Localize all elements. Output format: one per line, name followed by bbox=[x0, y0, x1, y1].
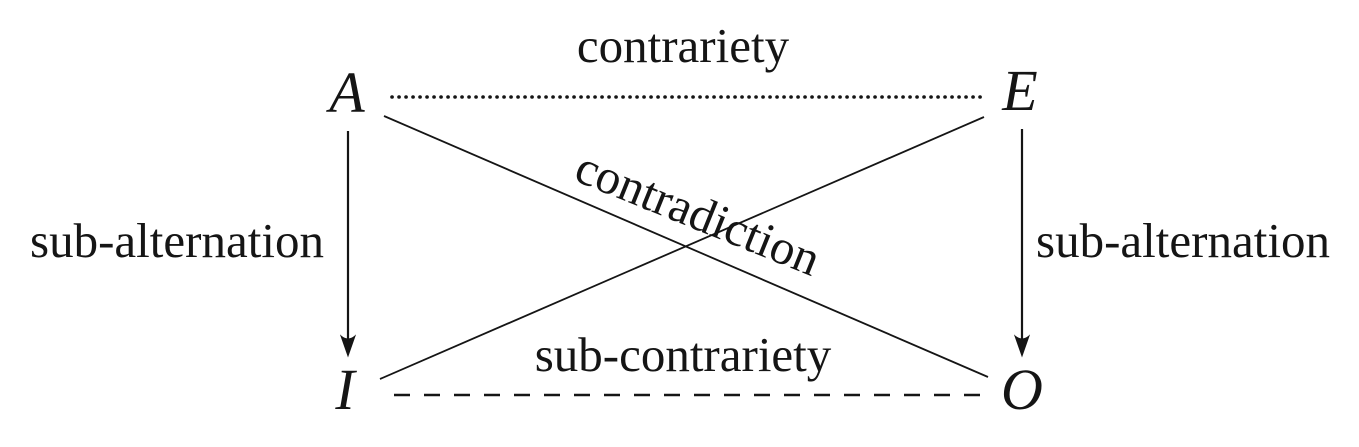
arrowhead-down-icon bbox=[1013, 334, 1031, 358]
sub-contrariety-label: sub-contrariety bbox=[535, 327, 832, 382]
sub-alternation-arrow-right bbox=[1013, 129, 1031, 358]
node-a: A bbox=[325, 60, 365, 125]
sub-alternation-arrow-left bbox=[339, 131, 357, 358]
arrowhead-down-icon bbox=[339, 334, 357, 358]
node-i: I bbox=[334, 357, 357, 422]
contradiction-diagonal-e-to-i bbox=[379, 116, 985, 380]
node-e: E bbox=[1001, 58, 1037, 123]
sub-alternation-label-left: sub-alternation bbox=[30, 213, 324, 268]
sub-alternation-label-right: sub-alternation bbox=[1036, 213, 1330, 268]
node-o: O bbox=[1001, 357, 1043, 422]
contrariety-label: contrariety bbox=[577, 18, 790, 73]
